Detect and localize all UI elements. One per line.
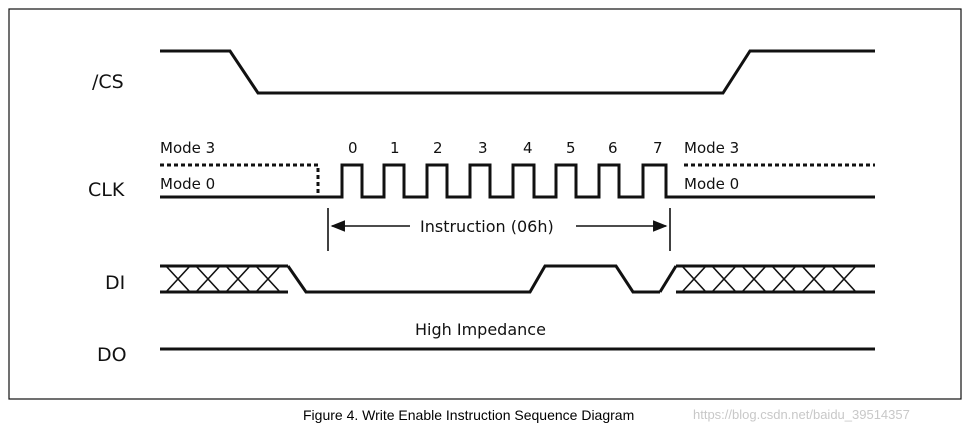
clk-bit-0: 0 xyxy=(348,139,358,157)
clk-mode3-dashed-left xyxy=(160,163,320,197)
clk-bit-4: 4 xyxy=(523,139,533,157)
clk-mode3-right-label: Mode 3 xyxy=(684,139,739,157)
clk-bit-7: 7 xyxy=(653,139,663,157)
di-signal-label: DI xyxy=(105,272,125,294)
diagram-frame xyxy=(8,8,962,400)
di-waveform xyxy=(286,264,660,294)
instruction-label: Instruction (06h) xyxy=(420,217,554,236)
clk-bit-2: 2 xyxy=(433,139,443,157)
clk-signal-label: CLK xyxy=(88,179,125,201)
figure-caption: Figure 4. Write Enable Instruction Seque… xyxy=(303,407,634,423)
clk-mode3-left-label: Mode 3 xyxy=(160,139,215,157)
cs-signal-label: /CS xyxy=(92,71,124,93)
clk-waveform xyxy=(160,163,875,199)
clk-bit-1: 1 xyxy=(390,139,400,157)
do-state-label: High Impedance xyxy=(415,320,546,339)
clk-bit-3: 3 xyxy=(478,139,488,157)
di-dont-care-right xyxy=(658,264,875,294)
clk-bit-numbers: 0 1 2 3 4 5 6 7 xyxy=(348,139,663,157)
clk-bit-6: 6 xyxy=(608,139,618,157)
cs-waveform xyxy=(160,49,875,95)
clk-mode0-left-label: Mode 0 xyxy=(160,175,215,193)
clk-bit-5: 5 xyxy=(566,139,576,157)
watermark: https://blog.csdn.net/baidu_39514357 xyxy=(693,407,910,422)
clk-mode0-right-label: Mode 0 xyxy=(684,175,739,193)
do-signal-label: DO xyxy=(97,344,127,366)
di-dont-care-left xyxy=(160,264,288,294)
